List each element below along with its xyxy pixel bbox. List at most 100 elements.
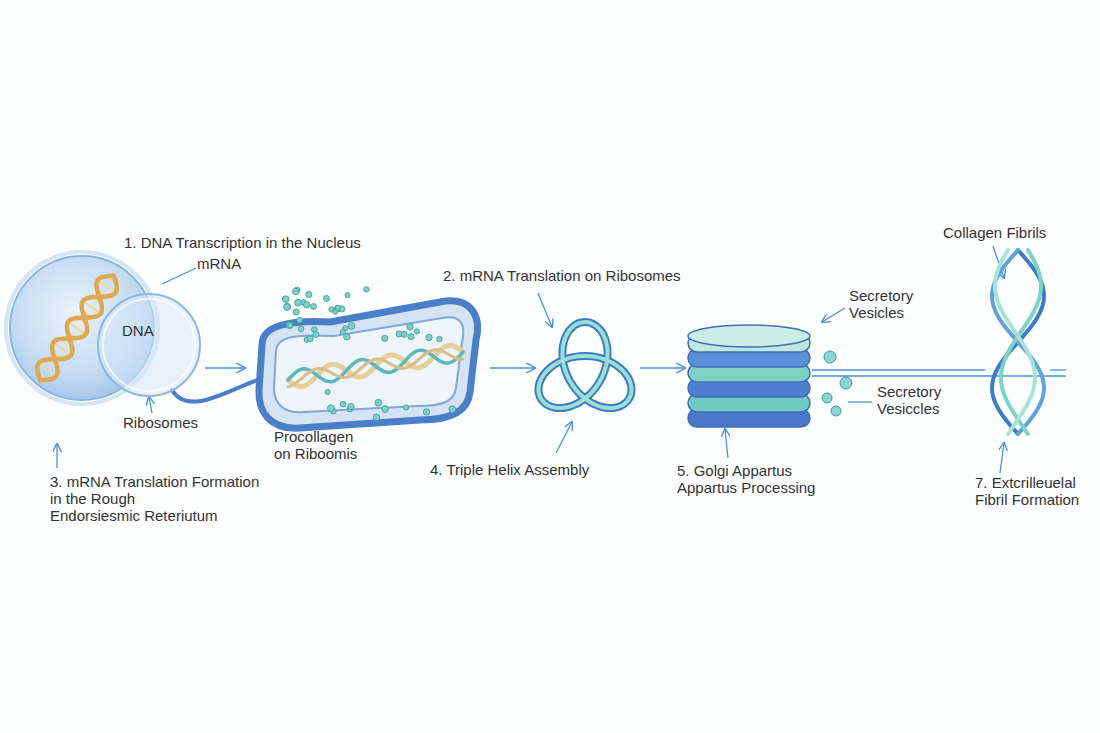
node-label: DNA [122,322,154,339]
ribosome-dot [414,329,419,334]
ribosome-dot [292,288,298,294]
node-label: 5. Golgi Appartus Appartus Processing [677,462,815,496]
ribosome-dot [396,331,402,337]
ribosome-dot [449,406,456,413]
leader-arrow [822,308,845,322]
ribosome-dot [325,389,330,394]
callout-label: Collagen Fibrils [943,224,1046,241]
helix-rung [53,342,71,355]
ribosome-dot [364,287,370,293]
ribosome-dot [382,406,389,413]
leader-arrow [725,429,728,458]
ribosome-dot [345,293,350,298]
leader-arrow [149,397,152,413]
ribosome-dot [382,335,388,341]
leader-arrow [538,293,552,327]
procollagen-strand [288,350,463,387]
golgi-stack: 5. Golgi Appartus Appartus Processing [688,322,810,426]
collagen-fibril: 7. Extcrilleuelal Fibril Formation [985,246,1051,438]
leader-arrow [56,444,57,468]
flow-arrow [205,367,245,369]
ribosome-dot [311,303,317,309]
helix-rung [83,301,101,314]
flow-arrow [812,369,985,371]
ribosome-dot [437,336,443,342]
node-label: Procollagen on Riboomis [274,428,357,462]
ribosome-dot [423,409,429,415]
nucleus-inner-circle: DNA [97,293,201,397]
vesicle [824,351,836,363]
callout-label: 2. mRNA Translation on Ribosomes [443,267,681,284]
callout-label: mRNA [197,255,241,272]
rough-er-shape-outline [258,296,478,430]
er-outer [259,301,478,428]
vesicle [840,377,852,389]
transport-line [1050,369,1066,370]
helix-rung [98,280,116,293]
flow-arrow [490,367,535,369]
ribosome-dot [288,323,293,328]
fibril-strand [992,250,1044,434]
ribosome-dot [313,332,319,338]
leader-line [162,268,196,284]
triple-helix-knot-outline [537,318,633,414]
ribosome-dot [303,302,309,308]
flow-arrow [640,367,685,369]
knot-outer [538,322,631,408]
callout-label: 1. DNA Transcription in the Nucleus [124,234,361,251]
callout-label: 3. mRNA Translation Formation in the Rou… [50,473,259,524]
ribosome-dot [284,304,291,311]
ribosome-dot [286,322,293,329]
ribosome-dot [403,405,408,410]
procollagen-strand [288,346,463,387]
ribosome-dot [298,326,304,332]
node-label: 7. Extcrilleuelal Fibril Formation [975,474,1079,508]
ribosome-dot [340,401,346,407]
ribosome-dot [348,322,355,329]
vesicle [822,393,832,403]
rough-er-shape: Procollagen on Riboomis [258,296,478,430]
callout-label: Secretory Vesiccles [877,383,941,417]
transport-line [812,375,1066,376]
ribosome-dot [408,334,414,340]
fibril-strand [992,250,1044,434]
ribosome-dot [426,334,432,340]
helix-rung [38,363,56,376]
inner-circle [98,294,200,396]
ribosome-dot [340,329,345,334]
leader-line [848,401,872,402]
golgi-stack-outline [688,322,810,426]
ribosome-dot [293,309,299,315]
leader-arrow [1000,443,1004,473]
callout-label: Secretory Vesicles [849,287,913,321]
knot-inner [538,322,631,408]
ribosome-dot [284,303,291,310]
collagen-fibril-outline [985,246,1051,438]
fibril-strand [995,250,1035,434]
er-lumen [274,317,463,412]
node-label: 4. Triple Helix Assembly [430,461,589,478]
ribosome-dot [375,399,382,406]
ribosome-dot [323,295,329,301]
ribosome-dot [282,296,289,303]
nucleus-inner-circle-outline [97,293,201,397]
golgi-top [688,325,810,347]
ribosome-dot [306,291,312,297]
helix-rung [68,322,86,335]
callout-label: Ribosomes [123,414,198,431]
ribosome-dot [295,299,302,306]
triple-helix-knot: 4. Triple Helix Assembly [537,318,633,414]
ribosome-dot [348,403,354,409]
ribosome-dot [335,305,340,310]
ribosome-dot [373,414,380,421]
ribosome-dot [407,324,413,330]
ribosome-dot [327,405,334,412]
ribosome-dot [297,317,303,323]
inner-circle-ring [103,299,195,391]
ribosome-dot [307,336,313,342]
procollagen-strand [288,350,463,382]
